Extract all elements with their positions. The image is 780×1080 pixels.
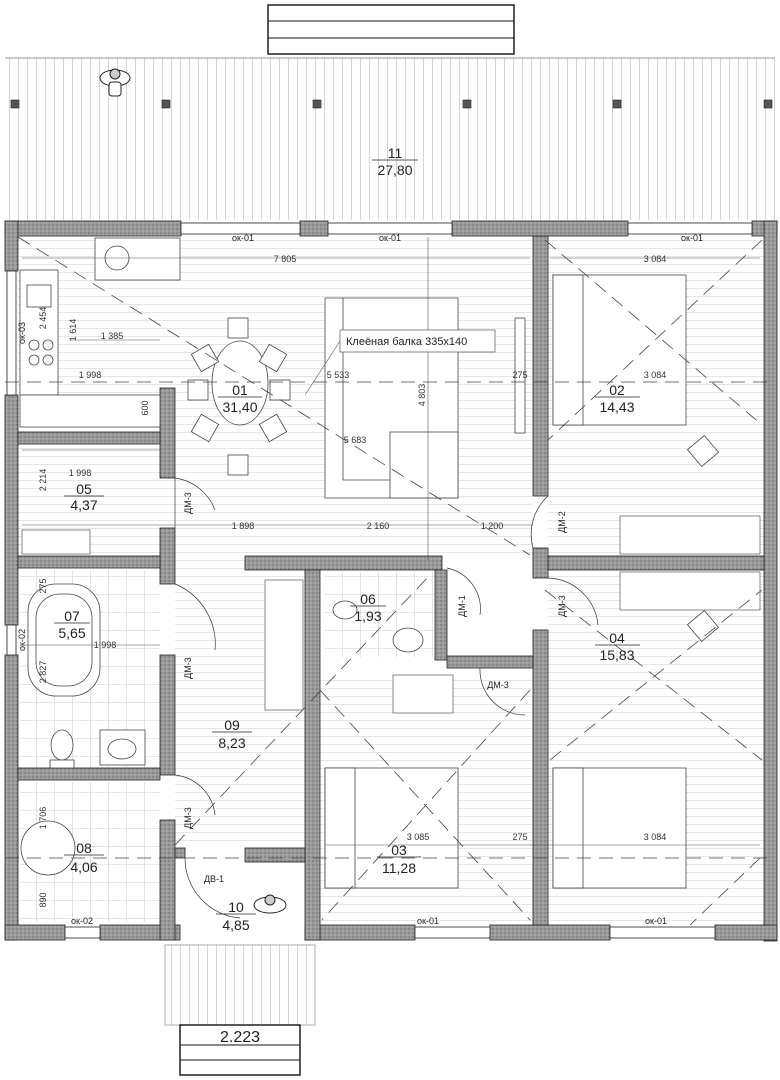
dimension: 1 614: [68, 319, 78, 342]
windows: [6, 222, 753, 939]
person-figure-top: [99, 68, 131, 97]
dimension: 1 706: [38, 807, 48, 830]
room-area: 4,06: [70, 859, 97, 875]
person-figure-entry: [253, 894, 287, 914]
window-tag: ок-02: [71, 916, 93, 926]
dimension: 890: [38, 892, 48, 907]
dimension: 275: [38, 578, 48, 593]
dimension: 2 827: [38, 661, 48, 684]
room-label-03: 03 11,28: [377, 842, 421, 876]
dimension: 1 998: [69, 468, 92, 478]
window-tag: ок-01: [417, 916, 439, 926]
dimension: 5 533: [327, 370, 350, 380]
level-label: 2.223: [220, 1029, 260, 1046]
dimension: 1 998: [79, 370, 102, 380]
walls: [4, 220, 778, 942]
door-tag: ДМ-3: [183, 807, 193, 829]
window-tag: ок-01: [645, 916, 667, 926]
room-label-06: 06 1,93: [350, 591, 386, 624]
room-label-08: 08 4,06: [64, 840, 104, 875]
room-area: 15,83: [599, 647, 634, 663]
dimension: 3 084: [644, 832, 667, 842]
beam-callout: Клеёная балка 335х140: [304, 329, 496, 396]
door-tag: ДМ-3: [183, 657, 193, 679]
door-tag: ДМ-1: [457, 595, 467, 617]
door-tag: ДМ-3: [487, 680, 509, 690]
door-tag: ДМ-3: [557, 595, 567, 617]
beds: [324, 274, 720, 889]
room-number: 02: [609, 382, 625, 398]
dimension: 275: [512, 370, 527, 380]
room-label-10: 10 4,85: [216, 899, 256, 933]
dimension-texts: 7 805 3 084 3 084 3 085 3 084 2 454 1 61…: [38, 254, 666, 908]
room-number: 07: [64, 608, 80, 624]
window-tag: ок-01: [232, 233, 254, 243]
room-number: 06: [360, 591, 376, 607]
room-number: 08: [76, 840, 92, 856]
entry-steps: [164, 894, 316, 1026]
door-tags: ДМ-3 ДМ-3 ДМ-3 ДМ-2 ДМ-3 ДМ-1 ДМ-3 ДВ-1: [183, 492, 567, 884]
dimension: 1 200: [481, 521, 504, 531]
room-label-05: 05 4,37: [64, 481, 104, 513]
dimension: 600: [140, 400, 150, 415]
room-number: 05: [76, 481, 92, 497]
door-swings: [174, 477, 599, 919]
room-area: 1,93: [354, 608, 381, 624]
window-tag: ок-02: [17, 629, 27, 651]
room-number: 11: [388, 145, 403, 161]
dining-set: [187, 317, 291, 476]
window-tag: ок-03: [17, 322, 27, 344]
terrace-posts: [10, 99, 773, 109]
top-title-block: [267, 4, 515, 55]
dimension: 2 454: [38, 307, 48, 330]
room-label-01: 01 31,40: [218, 382, 262, 415]
dimension: 3 085: [407, 832, 430, 842]
dimension: 2 160: [367, 521, 390, 531]
window-tag: ок-01: [379, 233, 401, 243]
room-area: 5,65: [58, 625, 85, 641]
dimension: 5 683: [344, 435, 367, 445]
dimension: 7 805: [274, 254, 297, 264]
room-label-02: 02 14,43: [595, 382, 640, 415]
room-area: 11,28: [382, 860, 416, 876]
dashed-guides: [5, 236, 775, 926]
room-label-07: 07 5,65: [54, 608, 90, 641]
window-tags: ок-01 ок-01 ок-01 ок-01 ок-01 ок-02 ок-0…: [17, 233, 703, 926]
room-number: 03: [391, 842, 407, 858]
dimension: 1 385: [101, 331, 124, 341]
room-area: 14,43: [599, 399, 634, 415]
beam-label: Клеёная балка 335х140: [346, 336, 467, 348]
bath-fixtures: [20, 583, 424, 876]
dimension: 3 084: [644, 370, 667, 380]
room-number: 10: [228, 899, 244, 915]
door-tag: ДМ-3: [183, 492, 193, 514]
bottom-level-block: 2.223: [179, 1024, 301, 1076]
dimension-lines: [22, 237, 760, 846]
dimension: 1 998: [94, 640, 117, 650]
dimension: 2 214: [38, 469, 48, 492]
dimension: 4 803: [417, 384, 427, 407]
door-tag: ДМ-2: [557, 511, 567, 533]
window-tag: ок-01: [681, 233, 703, 243]
wardrobes: [21, 515, 761, 714]
room-area: 27,80: [377, 162, 412, 178]
room-area: 8,23: [218, 735, 245, 751]
dimension: 275: [512, 832, 527, 842]
dimension: 1 898: [232, 521, 255, 531]
room-number: 01: [232, 382, 248, 398]
room-label-09: 09 8,23: [212, 717, 252, 751]
room-label-11: 11 27,80: [372, 145, 418, 178]
room-area: 31,40: [222, 399, 257, 415]
room-label-04: 04 15,83: [595, 630, 640, 663]
dimension: 3 084: [644, 254, 667, 264]
door-tag: ДВ-1: [204, 874, 224, 884]
room-number: 09: [224, 717, 240, 733]
terrace: [5, 57, 775, 220]
room-area: 4,37: [70, 497, 97, 513]
kitchen-counters: [19, 237, 181, 428]
room-area: 4,85: [222, 917, 249, 933]
room-number: 04: [609, 630, 625, 646]
